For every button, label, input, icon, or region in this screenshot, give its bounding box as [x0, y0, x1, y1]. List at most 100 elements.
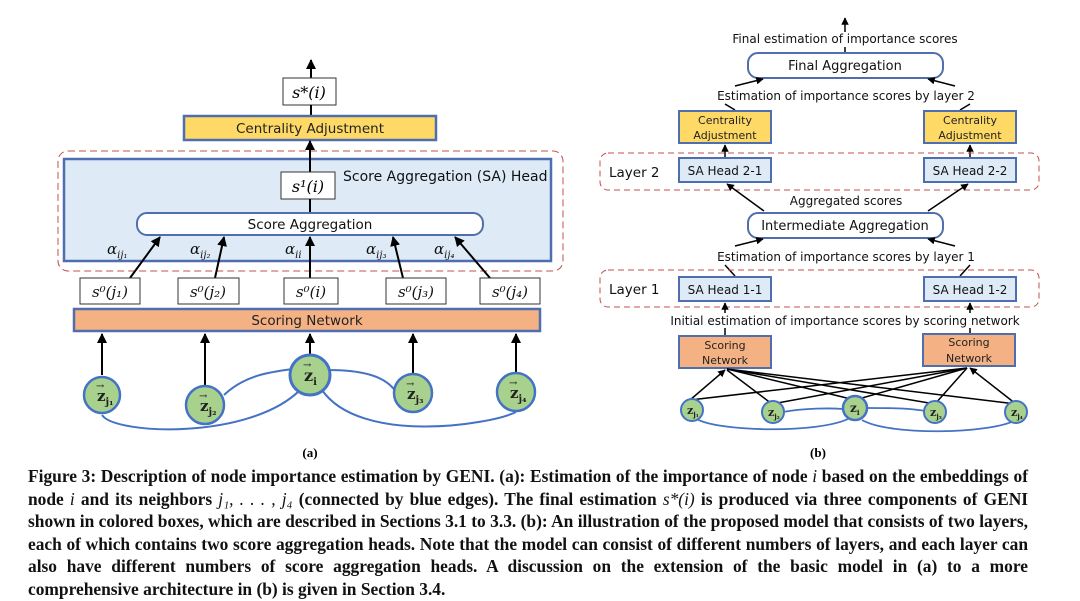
svg-text:→: →	[96, 381, 105, 392]
arrow-to-intermediate-left	[734, 236, 764, 247]
layer1-estimation-label: Estimation of importance scores by layer…	[717, 250, 975, 264]
s0-label-j2: s⁰(j₂)	[190, 283, 226, 301]
centrality-adjustment-box	[182, 114, 438, 142]
panel-b-label: (b)	[810, 445, 826, 460]
alpha-arrow-j3	[390, 236, 404, 279]
node-j3: zj₃ →	[392, 372, 434, 414]
score-aggregation-box	[136, 212, 484, 236]
arrow-to-intermediate-right	[927, 237, 956, 247]
scoring-network-2-line1: Scoring	[948, 336, 989, 349]
centrality-adjustment-1-line1: Centrality	[698, 114, 752, 127]
intermediate-aggregation-label: Intermediate Aggregation	[761, 219, 929, 234]
node-j2: zj₂ →	[184, 384, 226, 426]
s0-box-j4	[479, 277, 541, 305]
s0-label-i: s⁰(i)	[296, 283, 326, 301]
centrality-adjustment-label: Centrality Adjustment	[236, 121, 384, 137]
scoring-network-2-line2: Network	[946, 352, 993, 365]
alpha-label-j1: αij₁	[107, 240, 127, 261]
centrality-adjustment-2-line2: Adjustment	[938, 129, 1002, 142]
svg-text:→: →	[199, 391, 208, 402]
connector-line	[724, 103, 736, 111]
alpha-label-ii: αii	[285, 240, 302, 261]
s0-box-j3	[385, 277, 447, 305]
alpha-label-j3: αij₃	[366, 240, 386, 261]
s0-box-j1	[79, 277, 141, 305]
layer2-label: Layer 2	[609, 165, 660, 181]
alpha-arrow-j1	[129, 236, 161, 279]
s0-label-j4: s⁰(j₄)	[492, 283, 528, 301]
edge-b-i-j3	[867, 407, 926, 412]
figure-caption: Figure 3: Description of node importance…	[28, 466, 1029, 599]
centrality-adjustment-1-line2: Adjustment	[693, 129, 757, 142]
sa-head-2-1-box	[678, 157, 772, 183]
alpha-label-j4: αij₄	[434, 240, 454, 261]
sa-head-1-2-box	[923, 276, 1017, 302]
node-b-j2: zj₂	[761, 400, 785, 424]
edge-i-j3	[326, 369, 397, 393]
svg-text:zj₁: zj₁	[687, 404, 699, 419]
scoring-network-1-line1: Scoring	[704, 339, 745, 352]
initial-estimation-label: Initial estimation of importance scores …	[670, 314, 1019, 328]
arrow-to-head22	[927, 183, 969, 212]
layer2-estimation-label: Estimation of importance scores by layer…	[717, 89, 975, 103]
final-aggregation-box	[747, 52, 944, 79]
node-b-j3: zj₃	[923, 400, 947, 424]
final-estimation-label: Final estimation of importance scores	[732, 32, 957, 46]
alpha-label-j2: αij₂	[190, 240, 210, 261]
svg-text:→: →	[406, 379, 415, 390]
edge-i-j1	[101, 389, 301, 431]
sa-head-title: Score Aggregation (SA) Head	[343, 169, 548, 185]
arrow-to-final-left	[734, 76, 764, 87]
final-aggregation-label: Final Aggregation	[788, 59, 902, 74]
svg-text:zj₄: zj₄	[510, 384, 527, 405]
aggregated-scores-label: Aggregated scores	[790, 194, 902, 208]
node-to-scoring-edges	[689, 367, 1017, 405]
panel-b: Final estimation of importance scores Fi…	[599, 17, 1040, 460]
connector-line	[959, 264, 971, 277]
s0-box-i	[283, 277, 339, 305]
node-j1: zj₁ →	[82, 375, 122, 415]
node-j4: zj₄ →	[495, 371, 537, 413]
intermediate-aggregation-box	[747, 212, 944, 239]
sa-head-1-1-box	[678, 276, 772, 302]
figure-canvas: s*(i) Centrality Adjustment Score Aggreg…	[57, 17, 1040, 460]
node-b-i: zi	[841, 394, 869, 422]
final-score-label: s*(i)	[292, 83, 326, 102]
svg-text:zj₁: zj₁	[97, 387, 114, 408]
edge-i-j2	[223, 368, 294, 396]
s0-box-j2	[177, 277, 240, 305]
edge-i-j4	[321, 389, 517, 428]
final-score-box	[282, 77, 337, 106]
layer2-region	[599, 152, 1040, 191]
svg-text:zj₄: zj₄	[1011, 406, 1023, 421]
sa-head-2-2-box	[923, 157, 1017, 183]
sa-head-1-2-label: SA Head 1-2	[933, 283, 1008, 297]
scoring-network-box	[72, 307, 542, 333]
score-aggregation-label: Score Aggregation	[248, 217, 373, 233]
layer1-label: Layer 1	[609, 282, 660, 298]
svg-text:zj₃: zj₃	[930, 406, 942, 421]
alpha-arrow-j4	[454, 236, 491, 279]
sa-head-1-1-label: SA Head 1-1	[688, 283, 763, 297]
connector-line	[959, 103, 971, 111]
sa-head-2-2-label: SA Head 2-2	[933, 164, 1008, 178]
edge-b-i-j1	[694, 417, 851, 431]
edge-b-i-j4	[861, 419, 1017, 433]
scoring-network-1-line2: Network	[702, 354, 749, 367]
s0-label-j1: s⁰(j₁)	[92, 283, 128, 301]
arrow-to-head21	[726, 183, 765, 212]
svg-text:zj₂: zj₂	[768, 406, 780, 421]
scoring-network-box-1	[678, 335, 772, 369]
centrality-adjustment-2-line1: Centrality	[943, 114, 997, 127]
s1-score-label: s¹(i)	[292, 177, 324, 196]
svg-text:zi: zi	[304, 366, 317, 388]
arrow-to-final-right	[927, 77, 956, 87]
s0-label-j3: s⁰(j₃)	[398, 283, 434, 301]
scoring-network-label: Scoring Network	[251, 313, 363, 329]
panel-a: s*(i) Centrality Adjustment Score Aggreg…	[57, 59, 564, 460]
svg-text:zj₂: zj₂	[200, 397, 217, 418]
node-b-j4: zj₄	[1004, 400, 1028, 424]
panel-a-label: (a)	[302, 445, 317, 460]
alpha-arrow-j2	[214, 236, 227, 279]
node-i: zi →	[288, 353, 332, 397]
